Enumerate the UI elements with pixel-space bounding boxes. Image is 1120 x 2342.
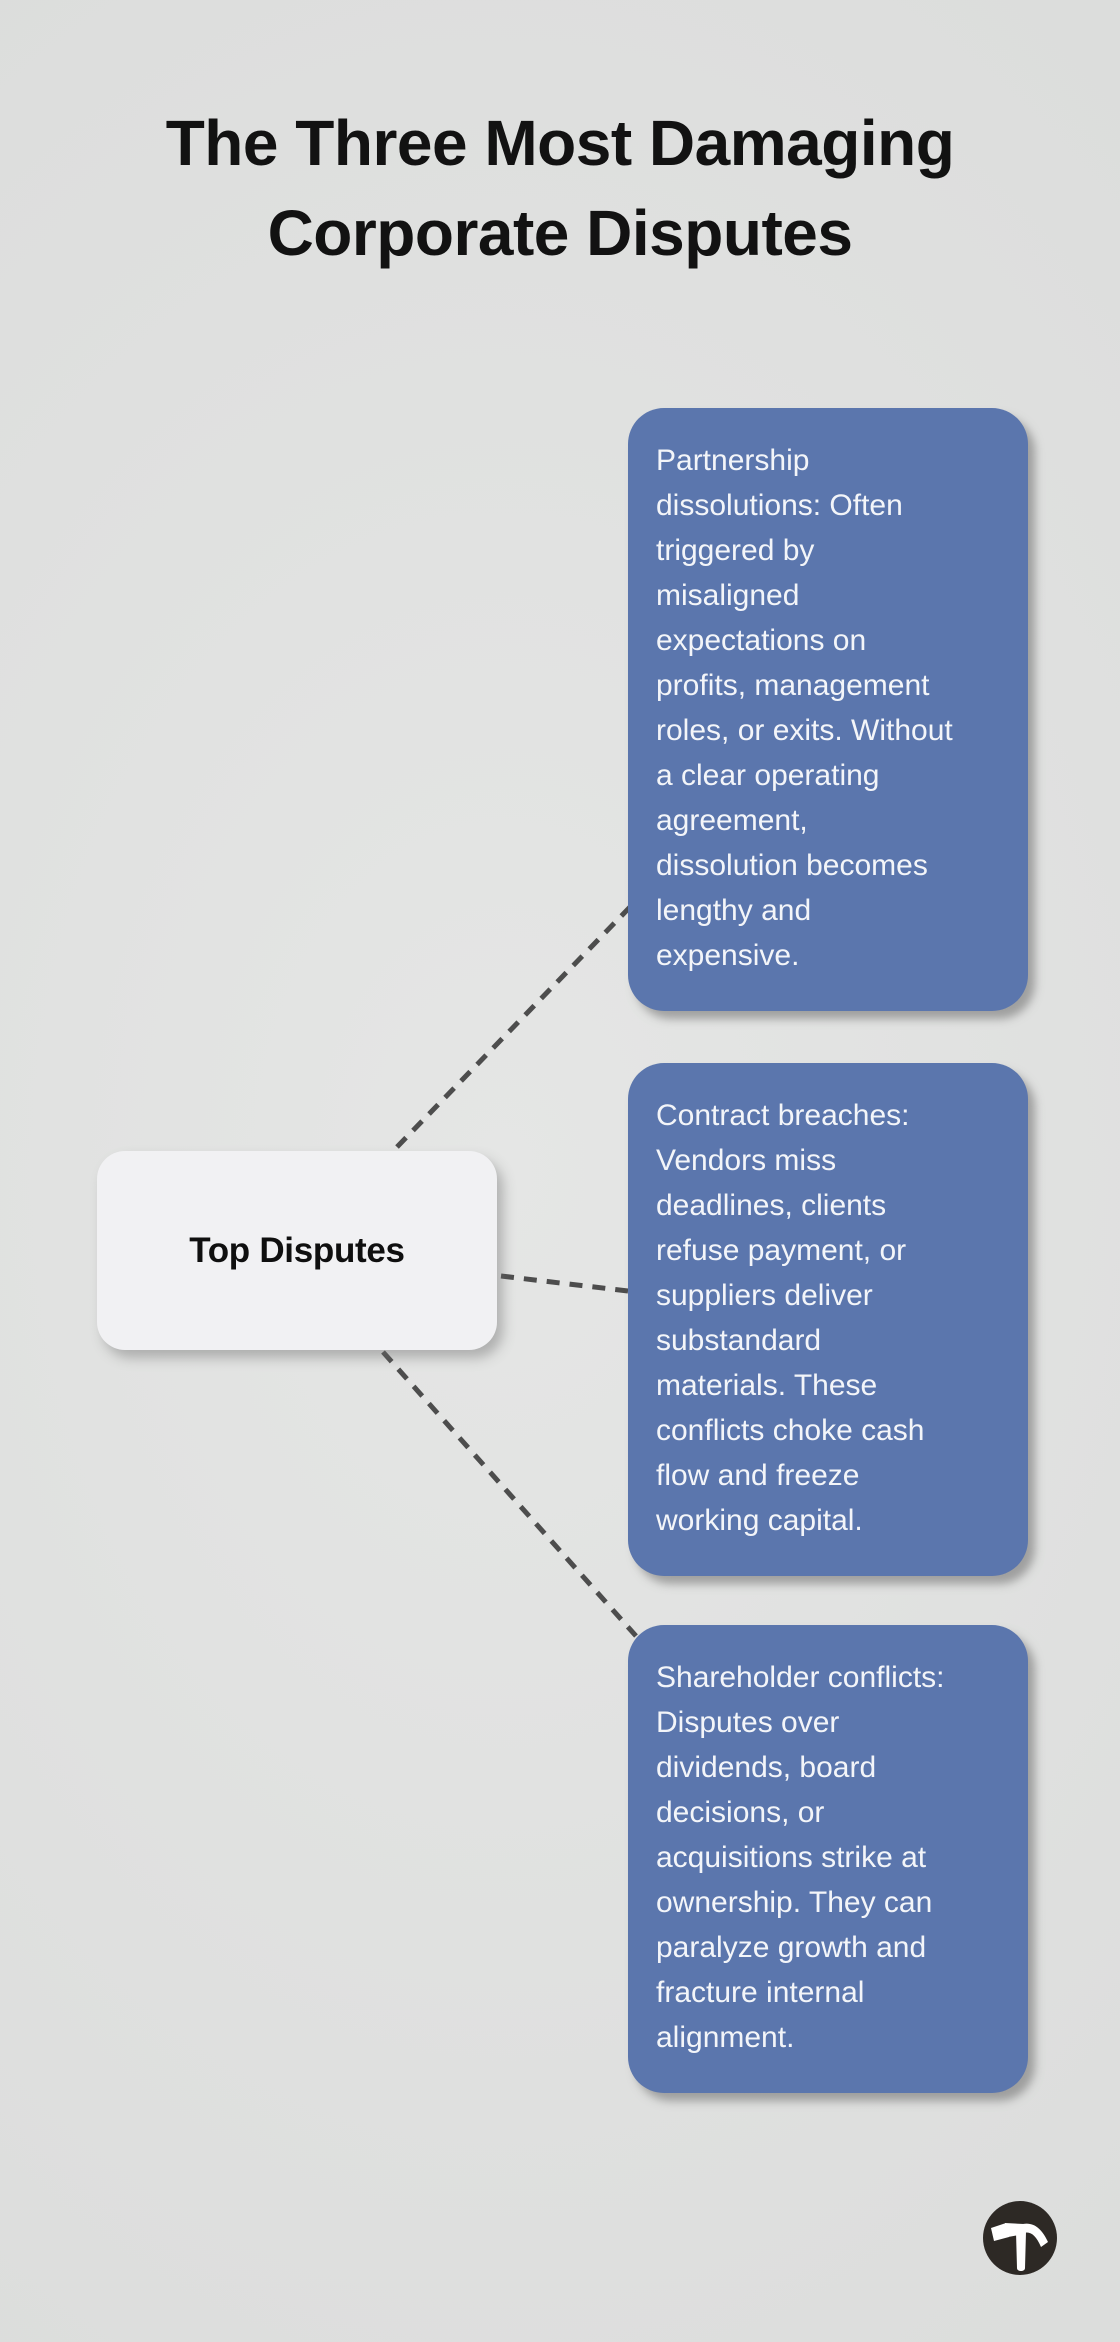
connector-line-partnership	[395, 904, 633, 1149]
branch-card-partnership-dissolutions: Partnership dissolutions: Often triggere…	[628, 408, 1028, 1011]
page-title: The Three Most Damaging Corporate Disput…	[165, 107, 955, 269]
center-node-label: Top Disputes	[189, 1230, 405, 1270]
branch-card-shareholder-conflicts: Shareholder conflicts: Disputes over div…	[628, 1625, 1028, 2093]
connector-line-shareholder	[381, 1350, 638, 1638]
connector-line-contract	[500, 1273, 629, 1294]
center-node-top-disputes: Top Disputes	[97, 1151, 497, 1350]
branch-card-contract-breaches: Contract breaches: Vendors miss deadline…	[628, 1063, 1028, 1576]
hammer-icon	[983, 2201, 1057, 2275]
footer-logo	[983, 2201, 1057, 2275]
